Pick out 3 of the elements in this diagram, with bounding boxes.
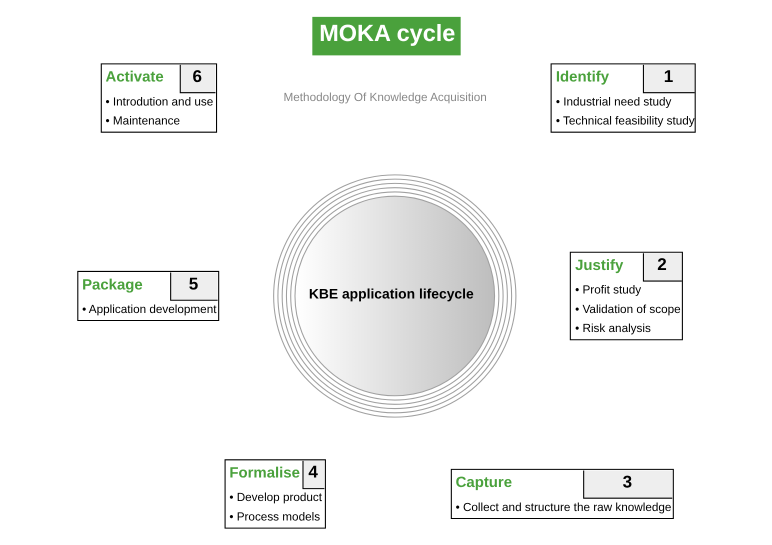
label: Methodology Of Knowledge Acquisition	[283, 91, 486, 104]
diagram-title: MOKA cycle	[318, 20, 455, 46]
node-circle: KBE application lifecycle	[272, 174, 516, 418]
